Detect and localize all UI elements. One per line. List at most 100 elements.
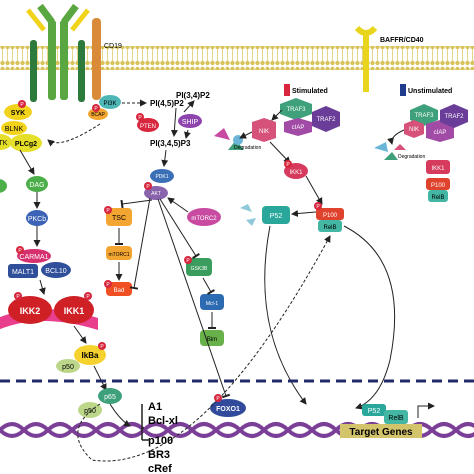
svg-text:TSC: TSC [112,215,126,222]
gene-a1: A1 [148,401,162,413]
svg-text:CARMA1: CARMA1 [19,254,48,261]
svg-text:BCL10: BCL10 [45,268,67,275]
svg-text:NIK: NIK [409,127,419,133]
unstim-relb-node: RelB [428,190,448,202]
plcg2-node: PLCg2 [10,134,42,152]
stimulated-arrows [239,109,396,410]
phospho-ikk2: P [14,292,22,300]
akt-node: AKT [144,186,168,200]
phospho-syk: P [18,100,26,108]
svg-text:P: P [146,184,150,190]
ikba-node: IkBa [74,345,106,365]
nuc-foxo1-node: FOXO1 [210,399,246,417]
unstim-nik-node: NIK [404,120,424,138]
phospho-tsc: P [104,206,112,214]
stim-ciap-node: cIAP [284,118,312,136]
svg-text:Target Genes: Target Genes [349,427,413,438]
ip3-partial-node [0,179,7,193]
stim-traf2-node: TRAF2 [312,106,340,132]
svg-text:P52: P52 [368,408,381,415]
phospho-stim-ikk1: P [284,160,292,168]
svg-text:PI3K: PI3K [103,101,116,107]
svg-text:P52: P52 [270,213,283,220]
svg-text:P: P [16,294,20,300]
svg-text:P: P [316,204,320,210]
svg-text:P: P [100,344,104,350]
bcl10-node: BCL10 [41,262,71,278]
carma1-node: CARMA1 [17,249,51,263]
svg-text:P: P [286,162,290,168]
mcl1-node: Mcl-1 [200,294,224,310]
unstim-degradation-node: Degradation [374,142,425,160]
p50-cytoplasm-node: p50 [56,359,80,373]
svg-text:PKCb: PKCb [28,216,46,223]
phospho-carma1: P [16,246,24,254]
svg-text:NIK: NIK [259,129,269,135]
nuc-p52-node: P52 [362,404,386,416]
bad-node: Bad [106,282,132,296]
unstimulated-arrows [387,129,405,145]
gene-p100: p100 [148,435,173,447]
svg-text:P: P [106,282,110,288]
gene-cref: cRef [148,463,172,474]
svg-text:FOXO1: FOXO1 [216,406,240,413]
phospho-bad: P [104,280,112,288]
baffr-receptor: BAFFR/CD40 [354,25,424,92]
stim-nik-node: NIK [252,118,276,142]
btk-node: TK [0,134,12,150]
pip3-label: PI(3,4,5)P3 [150,139,191,148]
svg-text:P: P [86,294,90,300]
svg-text:MALT1: MALT1 [12,269,34,276]
gsk3b-node: GSK3B [186,258,212,276]
svg-text:cIAP: cIAP [434,130,447,136]
svg-text:p65: p65 [104,394,116,401]
phospho-pten: P [136,113,144,121]
bcap-node: BCAP [88,108,108,120]
mtorc2-node: mTORC2 [187,208,221,226]
unstim-traf3-node: TRAF3 [410,104,438,126]
target-genes-box: Target Genes [340,424,422,438]
svg-text:Mcl-1: Mcl-1 [206,301,218,307]
unstimulated-marker [400,84,406,96]
svg-text:Bim: Bim [207,337,217,343]
pi34p2-label: PI(3,4)P2 [176,91,210,100]
gene-bclxl: Bcl-xl [148,415,178,427]
svg-text:TK: TK [0,140,8,147]
stim-relb-node: RelB [318,220,342,232]
svg-text:GSK3B: GSK3B [191,266,208,272]
svg-text:PDK1: PDK1 [155,174,168,180]
ikk2-node: IKK2 [8,296,52,324]
svg-text:IKK1: IKK1 [64,306,85,316]
bim-node: Bim [200,330,224,346]
phospho-gsk3b: P [184,256,192,264]
svg-text:PTEN: PTEN [140,124,156,130]
unstim-ikk1-node: IKK1 [426,160,450,174]
svg-text:IKK2: IKK2 [20,306,41,316]
svg-text:Degradation: Degradation [398,154,425,160]
pi3k-node: PI3K [99,95,121,109]
unstim-p100-node: P100 [426,178,450,190]
nemo-label: NEMO [36,332,58,339]
svg-text:P: P [106,208,110,214]
phospho-badges: P P P P P P P P P P P P P P [14,100,322,402]
svg-text:AKT: AKT [151,191,161,197]
svg-text:TRAF2: TRAF2 [444,114,464,120]
ikk1-node: IKK1 [54,296,94,324]
nuc-p65-node: p65 [98,388,122,404]
pten-node: PTEN [137,118,159,132]
stimulated-marker [284,84,290,96]
svg-text:BCAP: BCAP [91,112,105,118]
svg-text:P: P [94,106,98,112]
baffr-label: BAFFR/CD40 [380,37,424,44]
phospho-foxo1: P [214,394,222,402]
svg-text:p50: p50 [62,364,74,371]
svg-text:mTORC1: mTORC1 [108,252,129,258]
phospho-stim-p100: P [314,202,322,210]
plasma-membrane [0,46,474,70]
svg-text:TRAF2: TRAF2 [316,117,336,123]
nuc-p50-node: p50 [78,402,102,418]
svg-text:cIAP: cIAP [292,125,305,131]
unstim-ciap-node: cIAP [426,120,454,142]
